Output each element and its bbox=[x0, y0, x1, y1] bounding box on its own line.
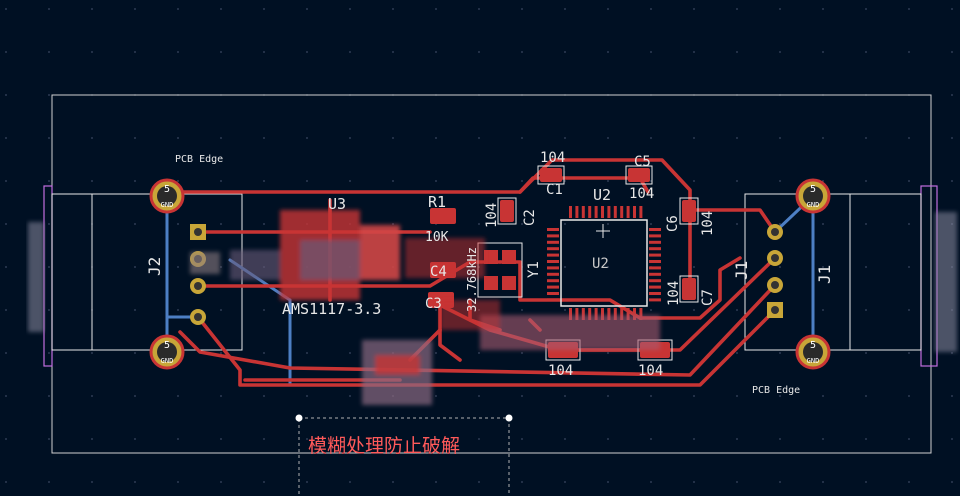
u2-pin[interactable] bbox=[547, 272, 559, 276]
u2-pin[interactable] bbox=[649, 272, 661, 276]
mounting-pad-j1-bottom[interactable]: 5 GND bbox=[795, 334, 831, 370]
u3-ref-label: U3 bbox=[328, 195, 346, 213]
u2-pin[interactable] bbox=[569, 308, 572, 320]
u2-pin[interactable] bbox=[639, 206, 643, 218]
silkscreen-labels: PCB Edge PCB Edge J2 J1 J1 U3 AMS1117-3.… bbox=[145, 150, 834, 396]
u2-pin[interactable] bbox=[649, 228, 661, 231]
c4-ref-label: C4 bbox=[430, 264, 447, 280]
annotation-label: 模糊处理防止破解 bbox=[308, 435, 460, 457]
pcb-edge-label-bottom: PCB Edge bbox=[752, 385, 800, 396]
u2-pin[interactable] bbox=[649, 285, 661, 289]
c5-ref-label: C5 bbox=[634, 154, 651, 170]
c7-ref-label: C7 bbox=[700, 289, 716, 306]
c2-value-label: 104 bbox=[484, 203, 500, 228]
u2-footprint[interactable] bbox=[547, 206, 661, 320]
c7-value-label: 104 bbox=[666, 281, 682, 306]
u2-pin[interactable] bbox=[649, 240, 661, 244]
pad-number: 5 bbox=[810, 184, 816, 195]
u2-fab-label: U2 bbox=[592, 256, 609, 272]
u2-pin[interactable] bbox=[639, 308, 643, 320]
u2-pin[interactable] bbox=[547, 247, 559, 251]
j2-ref-label: J2 bbox=[145, 257, 164, 276]
u2-pin[interactable] bbox=[547, 285, 559, 289]
c6-ref-label: C6 bbox=[665, 215, 681, 232]
pad-net: GND bbox=[161, 201, 174, 209]
u2-pin[interactable] bbox=[575, 308, 579, 320]
j1-signal-pads[interactable] bbox=[767, 224, 783, 318]
pad-number: 5 bbox=[164, 184, 170, 195]
c1-value-label: 104 bbox=[540, 150, 565, 166]
u2-pin[interactable] bbox=[588, 308, 592, 320]
c1-ref-label: C1 bbox=[546, 182, 563, 198]
mounting-pad-j2-top[interactable]: 5 GND bbox=[149, 178, 185, 214]
u2-pin[interactable] bbox=[607, 308, 611, 320]
u2-pin[interactable] bbox=[620, 206, 624, 218]
u2-pin[interactable] bbox=[547, 292, 559, 295]
pad-net: GND bbox=[807, 201, 820, 209]
u2-pin[interactable] bbox=[633, 308, 636, 320]
u2-pin[interactable] bbox=[601, 206, 604, 218]
pad-number: 5 bbox=[810, 340, 816, 351]
u2-pin[interactable] bbox=[547, 228, 559, 231]
c2-ref-label: C2 bbox=[522, 209, 538, 226]
u2-pin[interactable] bbox=[547, 253, 559, 257]
selection-handle[interactable] bbox=[505, 414, 513, 422]
mounting-pad-j1-top[interactable]: 5 GND bbox=[795, 178, 831, 214]
u2-pin[interactable] bbox=[626, 308, 630, 320]
c6-value-label: 104 bbox=[700, 211, 716, 236]
lower-blurred-region bbox=[362, 300, 660, 405]
u2-pin[interactable] bbox=[569, 206, 572, 218]
u2-pin[interactable] bbox=[633, 206, 636, 218]
u2-pin[interactable] bbox=[581, 308, 585, 320]
u2-pin[interactable] bbox=[547, 298, 559, 302]
u2-pin[interactable] bbox=[649, 253, 661, 257]
u2-pin[interactable] bbox=[626, 206, 630, 218]
j1-connector-body[interactable] bbox=[744, 185, 957, 367]
u2-pin[interactable] bbox=[594, 206, 598, 218]
u2-pin[interactable] bbox=[613, 206, 617, 218]
u3-value-label: AMS1117-3.3 bbox=[282, 300, 381, 318]
u2-pin[interactable] bbox=[547, 260, 559, 263]
u2-ref-label: U2 bbox=[593, 186, 611, 204]
y1-ref-label: Y1 bbox=[526, 261, 542, 278]
annotation-text-box[interactable]: 模糊处理防止破解 bbox=[295, 414, 513, 496]
c9-value-label: 104 bbox=[638, 363, 663, 379]
u2-pin[interactable] bbox=[649, 260, 661, 263]
u2-pin[interactable] bbox=[613, 308, 617, 320]
u2-pin[interactable] bbox=[620, 308, 624, 320]
u2-pin[interactable] bbox=[588, 206, 592, 218]
u2-pin[interactable] bbox=[649, 234, 661, 238]
pad-number: 5 bbox=[164, 340, 170, 351]
j1-ref-label: J1 bbox=[732, 261, 751, 280]
r1-value-label: 10K bbox=[425, 230, 449, 245]
c3-ref-label: C3 bbox=[425, 296, 442, 312]
u2-pin[interactable] bbox=[649, 292, 661, 295]
u2-pin[interactable] bbox=[649, 279, 661, 283]
u2-pin[interactable] bbox=[547, 266, 559, 270]
u2-pin[interactable] bbox=[581, 206, 585, 218]
pad-net: GND bbox=[807, 357, 820, 365]
u2-pin[interactable] bbox=[607, 206, 611, 218]
pad-net: GND bbox=[161, 357, 174, 365]
y1-value-label: 32.768kHz bbox=[465, 247, 479, 312]
u2-pin[interactable] bbox=[649, 247, 661, 251]
pcb-edge-label-top: PCB Edge bbox=[175, 154, 223, 165]
u2-pin[interactable] bbox=[575, 206, 579, 218]
u2-pin[interactable] bbox=[547, 234, 559, 238]
u3-blurred-region bbox=[190, 210, 485, 300]
u2-pin[interactable] bbox=[594, 308, 598, 320]
mounting-pad-j2-bottom[interactable]: 5 GND bbox=[149, 334, 185, 370]
j1-silk-label: J1 bbox=[815, 265, 834, 284]
u2-pin[interactable] bbox=[649, 298, 661, 302]
u2-pin[interactable] bbox=[547, 279, 559, 283]
u2-pin[interactable] bbox=[601, 308, 604, 320]
u2-pin[interactable] bbox=[649, 266, 661, 270]
y1-crystal-footprint[interactable] bbox=[477, 242, 523, 298]
r1-ref-label: R1 bbox=[428, 193, 446, 211]
selection-handle[interactable] bbox=[295, 414, 303, 422]
c5-value-label: 104 bbox=[629, 186, 654, 202]
u2-pin[interactable] bbox=[547, 240, 559, 244]
c8-value-label: 104 bbox=[548, 363, 573, 379]
